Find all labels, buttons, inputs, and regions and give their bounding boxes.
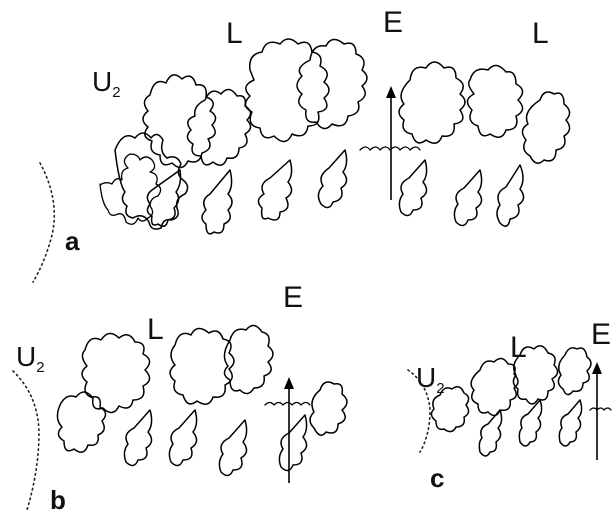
- panel-b-lobe-l: [82, 333, 150, 412]
- panel-a-lobe-center-right: [297, 39, 367, 128]
- panel-b-saddle-lower-4: [279, 415, 306, 471]
- panel-b-arrowhead: [284, 377, 294, 389]
- panel-c-saddle-subscript: 2: [436, 380, 444, 397]
- panel-b-lobe-center-label: E: [283, 283, 303, 313]
- panel-c-lobe-e: [558, 348, 591, 395]
- panel-c-arrowhead: [592, 362, 602, 374]
- panel-a-label: a: [65, 228, 79, 254]
- panel-c-saddle-lower-2: [519, 400, 541, 446]
- panel-b-saddle-subscript: 2: [36, 359, 44, 376]
- panel-c-saddle-lower-3: [559, 400, 581, 446]
- panel-a-umbilicus-arc: [33, 163, 54, 282]
- panel-c-lobe-l1: [471, 358, 518, 415]
- panel-b-saddle-lower-2: [169, 410, 196, 466]
- panel-b-lobe-center: [170, 328, 234, 404]
- panel-a-lobe-l1: [143, 75, 216, 168]
- panel-a-arrowhead: [386, 86, 396, 98]
- panel-a-saddle-lower-7: [497, 165, 524, 226]
- panel-a-saddle-label: U2: [92, 68, 121, 100]
- panel-b-lobe-far-right: [310, 382, 347, 435]
- panel-a-lobe-right-1: [399, 62, 465, 143]
- panel-b-saddle-u2: [57, 392, 105, 452]
- panel-a-saddle-lower-6: [454, 170, 481, 226]
- panel-c-lobe-left-label: L: [510, 333, 527, 363]
- panel-a-lobe-center-label: E: [383, 8, 403, 38]
- panel-b-lobe-left-label: L: [147, 315, 164, 345]
- panel-a-lobe-l2: [187, 89, 250, 165]
- panel-a-saddle-lower-5: [399, 160, 426, 216]
- panel-c-saddle-label: U2: [416, 364, 445, 396]
- panel-b-umbilicus-arc: [13, 371, 39, 510]
- panel-a-saddle-lower-4: [318, 150, 346, 208]
- panel-b-label: b: [50, 487, 66, 513]
- panel-a-lobe-right-label: L: [532, 19, 549, 49]
- panel-a-lobe-left-label: L: [226, 19, 243, 49]
- panel-b-saddle-lower-3: [219, 420, 246, 476]
- panel-a-suture-line: [100, 154, 161, 224]
- panel-a-lobe-center-left: [245, 39, 329, 142]
- panel-c-saddle-lower-1: [479, 410, 501, 456]
- panel-a-saddle-lower-2: [202, 170, 232, 234]
- panel-a-saddle-subscript: 2: [112, 84, 120, 101]
- panel-a-saddle-lower-3: [258, 160, 291, 220]
- panel-b-saddle-lower-1: [124, 410, 151, 466]
- panel-c-label: c: [430, 465, 444, 491]
- panel-b-saddle-label: U2: [16, 343, 45, 375]
- panel-b-siphuncle-saddle: [265, 403, 310, 406]
- panel-a-lobe-right-3: [522, 92, 569, 163]
- panel-c-lobe-center-label: E: [591, 320, 611, 350]
- panel-b-suture: [13, 325, 347, 510]
- panel-a-siphuncle-saddle: [360, 147, 420, 150]
- panel-b-lobe-right: [224, 325, 273, 393]
- panel-a-lobe-right-2: [467, 65, 522, 137]
- panel-c-siphuncle-saddle: [590, 408, 611, 410]
